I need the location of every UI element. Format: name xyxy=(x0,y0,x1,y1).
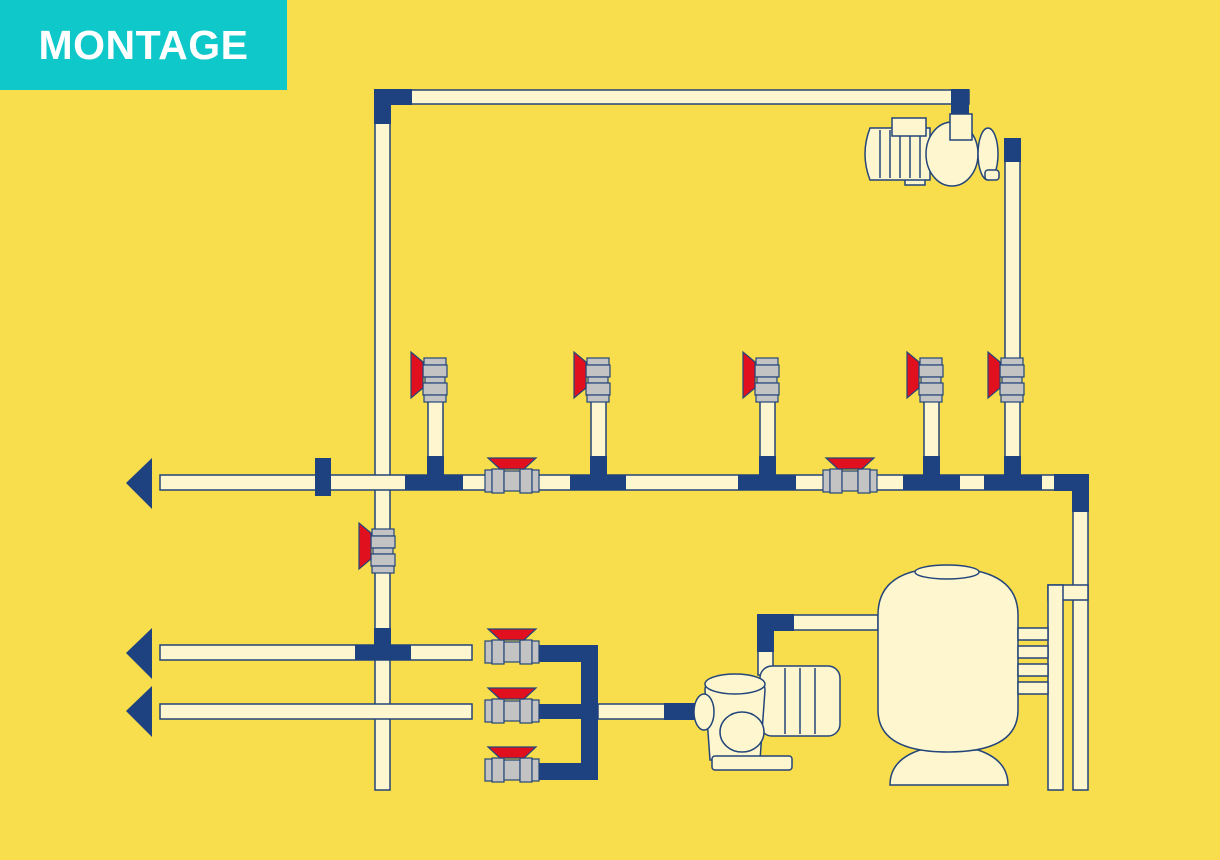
ball-valve-icon xyxy=(987,351,1025,403)
ball-valve-icon xyxy=(484,746,540,783)
booster-pump-icon xyxy=(864,113,1000,187)
ball-valve-icon xyxy=(410,351,448,403)
outlet-arrows xyxy=(126,458,152,737)
tee-fitting xyxy=(590,456,607,476)
tee-fitting xyxy=(923,456,940,476)
right-riser-pipe xyxy=(1004,139,1021,481)
suction-pipe-1 xyxy=(159,644,473,661)
top-pipe xyxy=(374,89,970,105)
tee-fitting xyxy=(427,456,444,476)
ball-valve-icon xyxy=(484,687,540,724)
ball-valve-icon xyxy=(358,522,396,574)
triangle-arrow-left-icon xyxy=(126,686,152,737)
filter-return-pipe xyxy=(1072,474,1089,791)
page-title: MONTAGE xyxy=(38,21,249,68)
tee-fitting xyxy=(405,475,463,490)
tee-fitting xyxy=(355,645,411,660)
tee-fitting xyxy=(374,628,391,648)
suction-pipe-2 xyxy=(159,703,473,720)
sand-filter-tank-icon xyxy=(877,564,1049,786)
ball-valve-icon xyxy=(742,351,780,403)
union-fitting xyxy=(315,458,331,496)
tee-fitting xyxy=(738,475,796,490)
ball-valve-icon xyxy=(906,351,944,403)
ball-valve-icon xyxy=(822,457,878,494)
filter-drain-pipe xyxy=(1047,584,1064,791)
elbow-fitting xyxy=(951,89,969,117)
pipe-coupling xyxy=(1004,138,1021,162)
ball-valve-icon xyxy=(573,351,611,403)
elbow-fitting xyxy=(1054,474,1089,512)
ball-valve-icon xyxy=(484,457,540,494)
triangle-arrow-left-icon xyxy=(126,628,152,679)
filter-pump-icon xyxy=(693,665,841,771)
tee-fitting xyxy=(1004,456,1021,476)
elbow-fitting xyxy=(757,614,794,652)
pump-suction-pipe xyxy=(597,703,669,720)
tee-fitting xyxy=(759,456,776,476)
main-riser-pipe xyxy=(374,95,391,791)
tee-fitting xyxy=(903,475,960,490)
title-badge: MONTAGE xyxy=(0,0,287,90)
ball-valve-icon xyxy=(484,628,540,665)
pipe-coupling xyxy=(664,703,698,720)
tee-fitting xyxy=(984,475,1042,490)
tee-fitting xyxy=(570,475,626,490)
elbow-fitting xyxy=(374,89,412,124)
pipe-fittings xyxy=(315,89,1089,780)
suction-manifold xyxy=(538,645,598,780)
triangle-arrow-left-icon xyxy=(126,458,152,509)
